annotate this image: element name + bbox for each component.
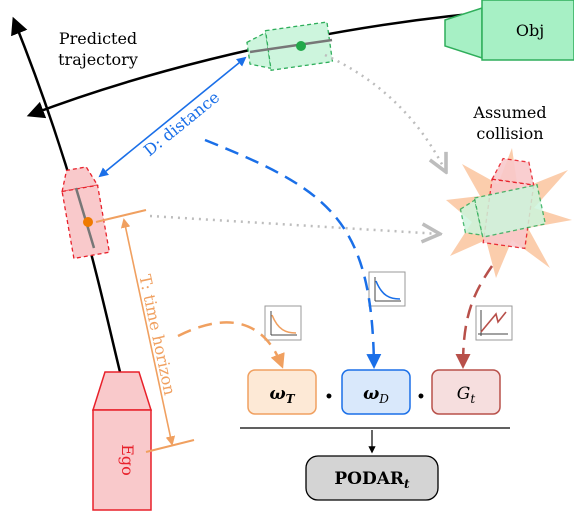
predicted-trajectory-label-line2: trajectory xyxy=(58,50,138,69)
multiply-dot-2: • xyxy=(417,389,426,405)
assumed-collision-label-line1: Assumed xyxy=(472,103,546,122)
ego-vehicle xyxy=(91,371,153,511)
time-horizon-tick-bottom xyxy=(145,439,195,453)
obj-ghost-trajectory-overlay xyxy=(249,38,333,54)
collision-to-g-dashed-arrow xyxy=(455,265,494,369)
obj-ghost-center-dot xyxy=(296,41,306,51)
predicted-trajectory-label-line1: Predicted xyxy=(59,29,137,48)
obj-to-collision-dotted-arrow xyxy=(324,53,446,172)
time-horizon-arrow xyxy=(120,218,176,446)
severity-increasing-line-icon xyxy=(475,305,513,341)
podar-box xyxy=(305,455,439,501)
assumed-collision-label-line2: collision xyxy=(476,124,543,143)
time-decay-curve-icon xyxy=(264,305,302,341)
collision-obj-ghost xyxy=(459,183,547,238)
ego-to-collision-dotted-arrow xyxy=(149,214,440,234)
obj-vehicle xyxy=(444,0,574,61)
omega-t-box xyxy=(247,369,317,415)
podar-label: PODARt xyxy=(334,469,410,491)
g-box xyxy=(431,369,501,415)
time-horizon-label: T: time horizon xyxy=(135,273,179,397)
ego-ghost-center-dot xyxy=(83,217,93,227)
g-label: Gt xyxy=(457,384,476,406)
distance-arrow xyxy=(98,56,247,178)
multiply-dot-1: • xyxy=(325,389,334,405)
time-to-omega-t-dashed-arrow xyxy=(177,321,285,369)
distance-decay-curve-icon xyxy=(368,271,406,307)
time-horizon-tick-top xyxy=(95,209,147,223)
omega-t-label: ωT xyxy=(269,384,295,406)
distance-label: D: distance xyxy=(140,88,223,160)
omega-d-box xyxy=(341,369,411,415)
omega-d-label: ωD xyxy=(363,384,389,406)
predicted-ego-ghost xyxy=(61,166,111,260)
obj-label: Obj xyxy=(516,21,544,40)
distance-to-omega-d-dashed-arrow xyxy=(204,138,382,369)
ego-label: Ego xyxy=(118,444,137,476)
